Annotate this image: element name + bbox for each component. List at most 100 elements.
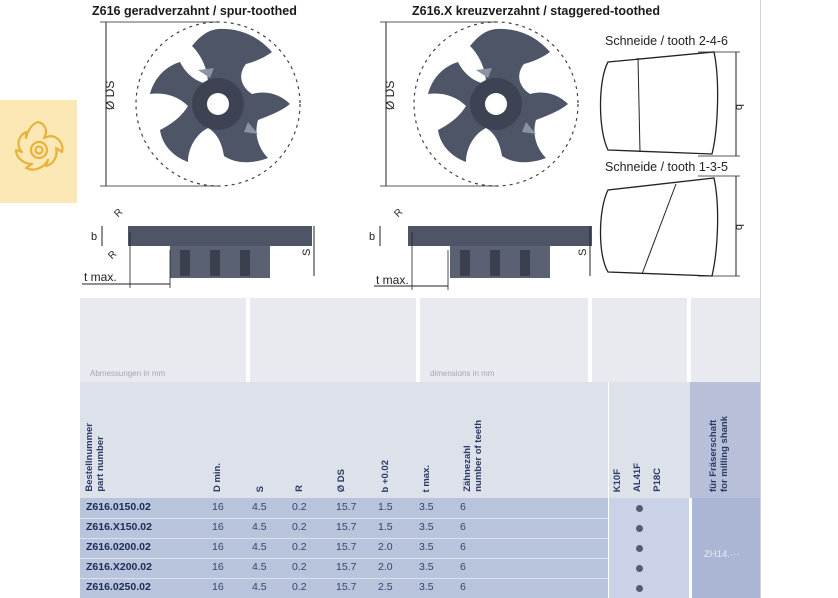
availability-dot [636, 525, 643, 532]
b-label-right: b [369, 231, 375, 243]
cell-part: Z616.0200.02 [86, 541, 151, 553]
r-label-right: R [392, 207, 405, 220]
r-label-left-bottom: R [106, 249, 119, 262]
header-part-de: Bestellnummer [84, 423, 95, 492]
header-dmin: D min. [212, 462, 223, 492]
tooth-135-note: Schneide / tooth 1-3-5 [605, 160, 728, 174]
cell-r: 0.2 [292, 501, 307, 513]
cell-tmax: 3.5 [419, 501, 434, 513]
s-label-left: S [301, 249, 313, 256]
header-grade-p18c: P18C [652, 468, 663, 492]
cell-teeth: 6 [460, 501, 466, 513]
cell-b: 2.5 [378, 581, 393, 593]
cell-teeth: 6 [460, 581, 466, 593]
header-s: S [255, 485, 266, 492]
staggered-gear-front [428, 28, 568, 163]
table-row[interactable]: Z616.0150.02 16 4.5 0.2 15.7 1.5 3.5 6 [80, 498, 608, 518]
cell-tmax: 3.5 [419, 561, 434, 573]
cell-tmax: 3.5 [419, 541, 434, 553]
header-part-en: part number [95, 436, 106, 492]
cell-dmin: 16 [212, 501, 224, 513]
header-grade-al41f: AL41F [632, 462, 643, 492]
header-teeth: Zähnezahl number of teeth [462, 420, 484, 492]
cell-b: 2.0 [378, 561, 393, 573]
availability-dot [636, 545, 643, 552]
header-r: R [294, 485, 305, 492]
cell-teeth: 6 [460, 521, 466, 533]
table-row[interactable]: Z616.0250.02 16 4.5 0.2 15.7 2.5 3.5 6 [80, 578, 608, 598]
shank-value: ZH14.··· [704, 549, 740, 560]
cell-b: 1.5 [378, 521, 393, 533]
product-table: Z616.0150.02 16 4.5 0.2 15.7 1.5 3.5 6 Z… [80, 498, 608, 598]
cell-r: 0.2 [292, 581, 307, 593]
info-box-4 [592, 298, 687, 382]
cell-part: Z616.X200.02 [86, 561, 152, 573]
cell-tmax: 3.5 [419, 521, 434, 533]
cell-dmin: 16 [212, 541, 224, 553]
b-label-left: b [91, 231, 97, 243]
availability-dot [636, 505, 643, 512]
s-label-right: S [577, 249, 589, 256]
caption-mm-en: dimensions in mm [430, 369, 495, 378]
cell-b: 1.5 [378, 501, 393, 513]
tooth-246-note: Schneide / tooth 2-4-6 [605, 34, 728, 48]
header-shank-en: for milling shank [719, 415, 730, 492]
cell-part: Z616.0150.02 [86, 501, 151, 513]
cell-teeth: 6 [460, 561, 466, 573]
header-teeth-en: number of teeth [473, 420, 484, 492]
spur-gear-profile [128, 226, 312, 278]
cell-r: 0.2 [292, 521, 307, 533]
staggered-gear-profile [408, 226, 592, 278]
availability-dot [636, 585, 643, 592]
ds-label-right: Ø DS [383, 81, 397, 110]
category-tab[interactable] [0, 100, 77, 203]
cell-dmin: 16 [212, 521, 224, 533]
milling-cutter-icon [14, 120, 64, 171]
header-part-number: Bestellnummer part number [84, 423, 106, 492]
ds-label-left: Ø DS [103, 81, 117, 110]
cell-dmin: 16 [212, 581, 224, 593]
cell-r: 0.2 [292, 561, 307, 573]
tmax-label-right: t max. [376, 273, 409, 287]
header-shank-text: für Fräserschaft for milling shank [708, 416, 730, 492]
r-label-left-top: R [112, 207, 125, 220]
cell-s: 4.5 [252, 581, 267, 593]
info-boxes: Abmessungen in mm dimensions in mm [80, 298, 760, 382]
tmax-label-left: t max. [84, 270, 117, 284]
availability-dot [636, 565, 643, 572]
spur-toothed-title: Z616 geradverzahnt / spur-toothed [92, 4, 297, 18]
staggered-toothed-title: Z616.X kreuzverzahnt / staggered-toothed [412, 4, 660, 18]
cell-ds: 15.7 [336, 561, 357, 573]
cell-s: 4.5 [252, 541, 267, 553]
tooth-246-outline [599, 51, 719, 155]
drawing-canvas: Ø DS Ø DS b R R S t max. b R S t max. [82, 21, 745, 290]
cell-part: Z616.0250.02 [86, 581, 151, 593]
tooth-135-outline [599, 177, 719, 277]
cell-s: 4.5 [252, 521, 267, 533]
cell-s: 4.5 [252, 501, 267, 513]
table-row[interactable]: Z616.X200.02 16 4.5 0.2 15.7 2.0 3.5 6 [80, 558, 608, 578]
b-label-tooth-246: b [733, 104, 745, 110]
b-label-tooth-135: b [733, 224, 745, 230]
header-tmax: t max. [421, 464, 432, 492]
spur-gear-front [150, 28, 290, 163]
technical-drawings: Z616 geradverzahnt / spur-toothed Z616.X… [78, 0, 760, 298]
table-header: Bestellnummer part number D min. S R Ø D… [80, 382, 760, 498]
header-b: b +0.02 [380, 459, 391, 492]
left-margin [0, 0, 78, 598]
cell-ds: 15.7 [336, 501, 357, 513]
cell-ds: 15.7 [336, 581, 357, 593]
header-teeth-de: Zähnezahl [462, 445, 473, 492]
info-box-3: dimensions in mm [420, 298, 588, 382]
cell-tmax: 3.5 [419, 581, 434, 593]
shank-column: ZH14.··· [692, 498, 760, 598]
info-box-1: Abmessungen in mm [80, 298, 246, 382]
cell-dmin: 16 [212, 561, 224, 573]
table-row[interactable]: Z616.0200.02 16 4.5 0.2 15.7 2.0 3.5 6 [80, 538, 608, 558]
caption-mm-de: Abmessungen in mm [90, 369, 166, 378]
cell-b: 2.0 [378, 541, 393, 553]
cell-teeth: 6 [460, 541, 466, 553]
header-shank: für Fräserschaft for milling shank [690, 382, 760, 498]
table-row[interactable]: Z616.X150.02 16 4.5 0.2 15.7 1.5 3.5 6 [80, 518, 608, 538]
grade-availability-column [609, 498, 689, 598]
